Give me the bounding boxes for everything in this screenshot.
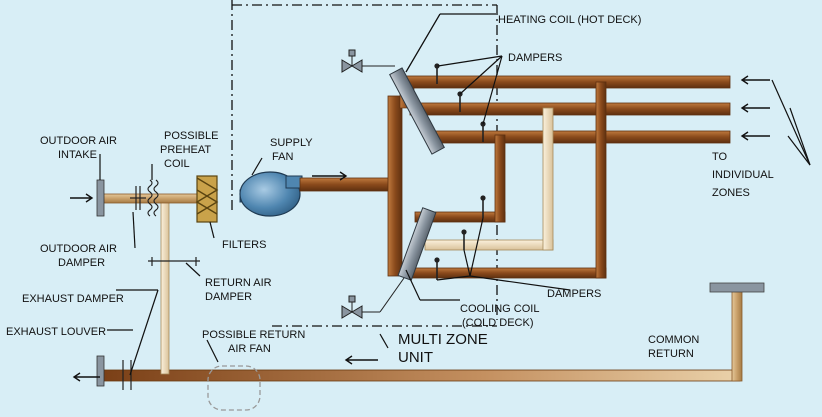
filters-bank: [195, 175, 219, 223]
zone-duct-3: [429, 130, 731, 144]
label-cooling-coil-1: COOLING COIL: [460, 303, 539, 315]
label-to-zones-2: INDIVIDUAL: [712, 169, 774, 181]
zone-dampers: [434, 63, 486, 280]
exhaust-damper: [122, 360, 132, 390]
cold-duct-1: [409, 267, 607, 279]
label-preheat-1: POSSIBLE: [164, 130, 218, 142]
return-grille: [709, 282, 765, 293]
labels: HEATING COIL (HOT DECK) DAMPERS TO INDIV…: [6, 14, 774, 366]
label-exhaust-damper: EXHAUST DAMPER: [22, 293, 124, 305]
label-preheat-2: PREHEAT: [160, 144, 211, 156]
label-preheat-3: COIL: [164, 158, 190, 170]
label-exhaust-louver: EXHAUST LOUVER: [6, 326, 106, 338]
label-return-air-damper-2: DAMPER: [205, 291, 252, 303]
label-to-zones-3: ZONES: [712, 187, 750, 199]
label-supply-fan-2: FAN: [272, 151, 293, 163]
cooling-coil: [397, 207, 437, 281]
mix-riser-3: [494, 134, 506, 223]
supply-duct: [299, 177, 393, 192]
mix-riser-2: [542, 107, 554, 251]
label-outdoor-air-intake-2: INTAKE: [58, 149, 97, 161]
label-supply-fan-1: SUPPLY: [270, 137, 313, 149]
label-outdoor-air-damper-2: DAMPER: [58, 257, 105, 269]
return-riser: [731, 288, 743, 382]
label-heating-coil: HEATING COIL (HOT DECK): [498, 14, 641, 26]
preheat-coil: [147, 179, 159, 217]
heating-coil: [389, 67, 445, 155]
zone-duct-1: [399, 75, 731, 89]
label-cooling-coil-2: (COLD DECK): [462, 317, 534, 329]
label-dampers-top: DAMPERS: [508, 52, 562, 64]
label-multi-zone-1: MULTI ZONE: [398, 331, 488, 348]
label-outdoor-air-damper-1: OUTDOOR AIR: [40, 243, 117, 255]
hot-deck-valve-icon: [341, 49, 395, 73]
cold-duct-2: [424, 239, 554, 251]
return-air-damper: [148, 257, 200, 266]
supply-fan: [239, 171, 303, 217]
unit-boundary: [231, 0, 498, 327]
cold-deck-valve-icon: [341, 277, 405, 319]
label-filters: FILTERS: [222, 239, 266, 251]
label-common-return-1: COMMON: [648, 334, 699, 346]
flow-arrows: [70, 75, 770, 382]
mix-riser-1: [595, 81, 607, 279]
return-duct: [99, 369, 741, 382]
label-common-return-2: RETURN: [648, 348, 694, 360]
label-to-zones-1: TO: [712, 151, 728, 163]
label-multi-zone-2: UNIT: [398, 349, 433, 366]
label-possible-return-fan-1: POSSIBLE RETURN: [202, 329, 305, 341]
leader-lines: [99, 13, 811, 376]
possible-return-fan: [207, 365, 261, 411]
exhaust-louver: [96, 355, 105, 387]
zone-duct-2: [409, 102, 731, 116]
label-possible-return-fan-2: AIR FAN: [228, 343, 271, 355]
label-dampers-bottom: DAMPERS: [547, 288, 601, 300]
label-outdoor-air-intake-1: OUTDOOR AIR: [40, 135, 117, 147]
deck-splitter: [387, 95, 403, 277]
outdoor-air-damper: [130, 186, 146, 210]
label-return-air-damper-1: RETURN AIR: [205, 277, 272, 289]
outdoor-air-intake-louver: [96, 179, 105, 217]
